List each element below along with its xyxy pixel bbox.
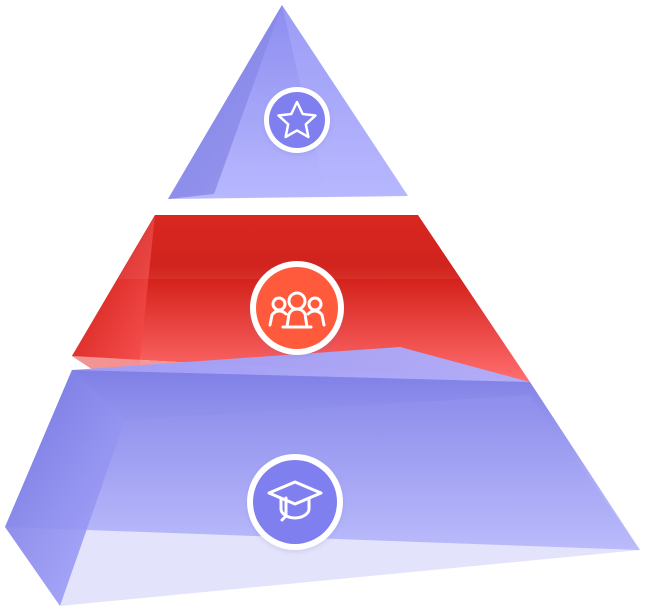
bottom-tier [5,347,640,606]
bottom-badge-inner [253,460,337,544]
top-badge [264,87,330,153]
graduation-cap-icon [267,480,323,522]
middle-tier-side [72,215,155,398]
star-icon [277,100,317,139]
bottom-tier-face [5,370,640,550]
bottom-tier-front-lower [60,395,640,606]
top-tier-shade [282,5,408,196]
bottom-badge [247,454,343,550]
middle-tier-highlight [118,215,460,279]
team-people-icon [268,291,326,329]
top-badge-inner [269,92,325,148]
bottom-tier-side-left [5,370,125,606]
top-tier-side [168,5,282,199]
